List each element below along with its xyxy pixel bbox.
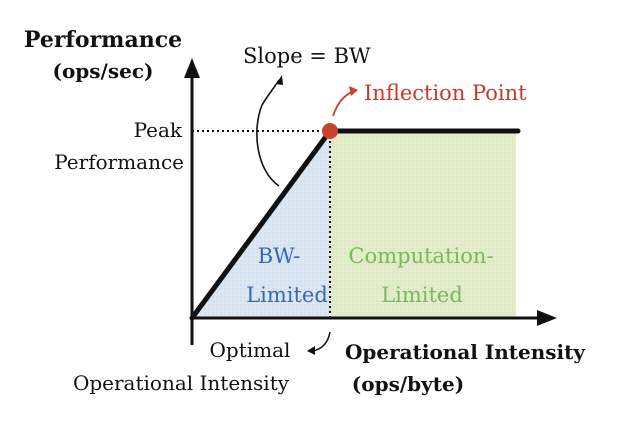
optimal-arrowhead bbox=[307, 346, 315, 355]
inflection-arrow bbox=[332, 91, 353, 117]
x-axis-arrowhead bbox=[537, 310, 557, 326]
x-axis-title-line1: Operational Intensity bbox=[345, 340, 586, 364]
inflection-label: Inflection Point bbox=[364, 81, 527, 105]
computation-limited-region bbox=[330, 131, 516, 318]
inflection-point-marker bbox=[322, 123, 338, 139]
computation-limited-label-line1: Computation- bbox=[349, 244, 494, 268]
computation-limited-label-line2: Limited bbox=[381, 283, 463, 307]
y-axis-title-line1: Performance bbox=[24, 27, 182, 53]
optimal-arrow bbox=[312, 331, 331, 352]
slope-arrow bbox=[256, 79, 280, 187]
peak-label-line2: Performance bbox=[54, 150, 184, 174]
bw-limited-label-line1: BW- bbox=[258, 244, 301, 268]
optimal-label-line2: Operational Intensity bbox=[73, 371, 290, 395]
inflection-arrowhead bbox=[349, 86, 358, 96]
y-axis-title-line2: (ops/sec) bbox=[53, 59, 154, 83]
slope-label: Slope = BW bbox=[243, 44, 371, 68]
peak-label-line1: Peak bbox=[134, 118, 183, 142]
slope-arrowhead bbox=[276, 75, 283, 85]
bw-limited-label-line2: Limited bbox=[246, 283, 328, 307]
y-axis-arrowhead bbox=[184, 58, 200, 78]
optimal-label-line1: Optimal bbox=[210, 338, 291, 362]
x-axis-title-line2: (ops/byte) bbox=[352, 372, 464, 396]
